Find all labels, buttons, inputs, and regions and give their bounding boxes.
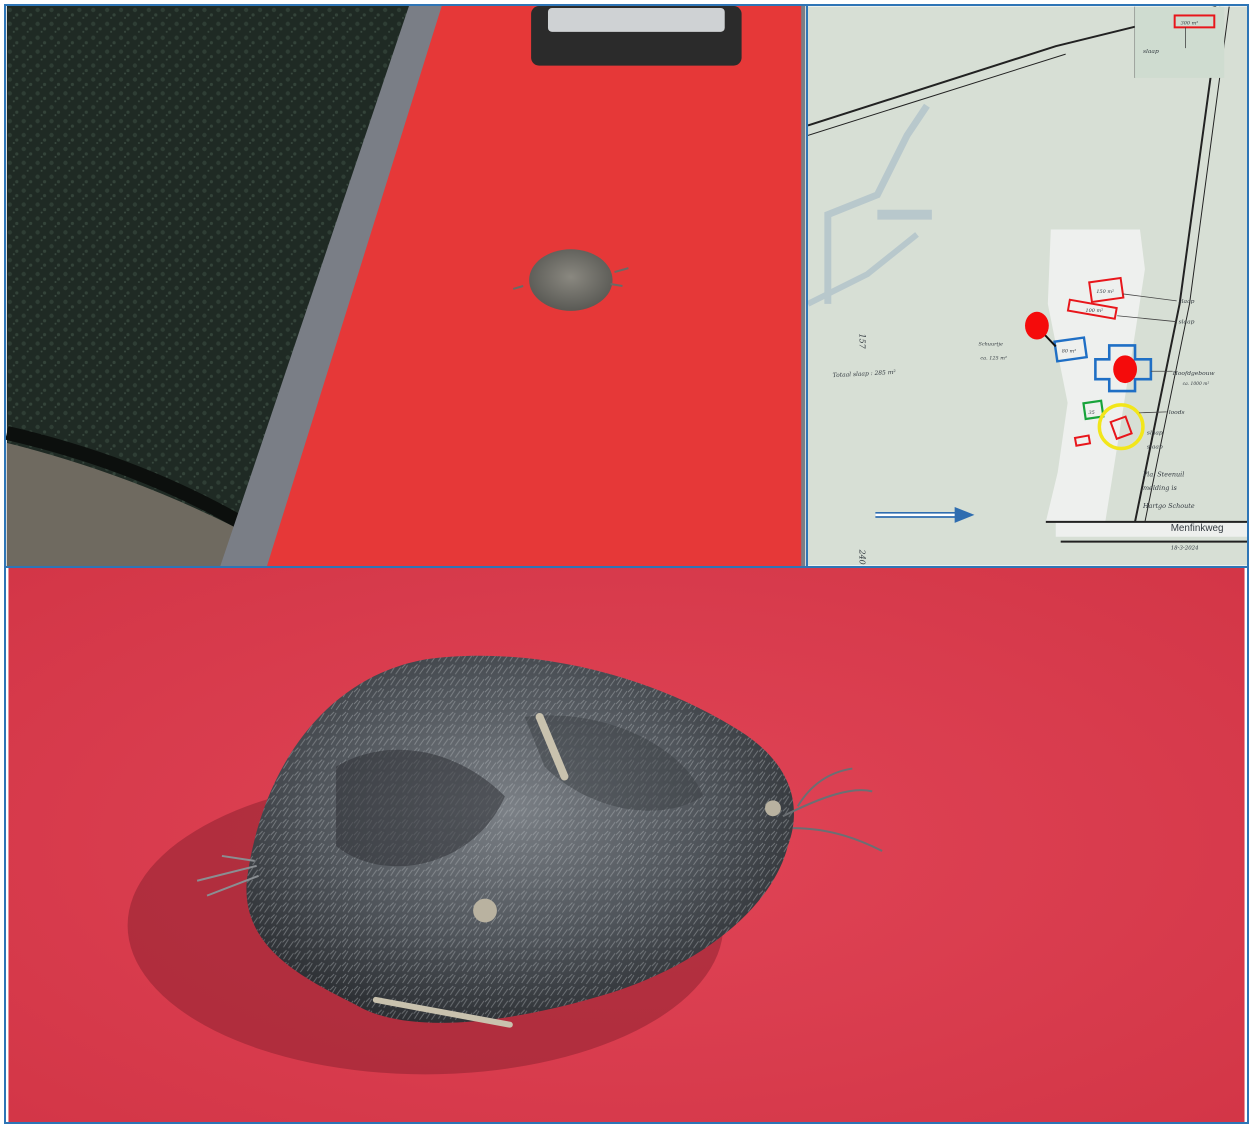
floor — [6, 442, 236, 566]
area-schuur: 80 m² — [1062, 348, 1077, 354]
direction-arrow-icon — [954, 506, 975, 523]
building-schuur — [1053, 336, 1089, 363]
label-schuur-size: ca. 125 m² — [980, 355, 1007, 361]
pellet-location-circle — [1097, 403, 1145, 451]
building-small-red — [1073, 434, 1092, 447]
note-line-2: melding is — [1143, 484, 1178, 492]
nest-marker-1 — [1025, 311, 1049, 340]
leader-2 — [1117, 315, 1177, 323]
note-date: 18-3-2024 — [1171, 546, 1199, 552]
building-green — [1082, 399, 1105, 421]
photo-overview — [4, 4, 808, 568]
building-upper-1 — [1088, 276, 1125, 304]
note-line-1: Pla. Steenuil — [1142, 470, 1184, 478]
road-edge-right-2 — [1144, 6, 1230, 522]
photo-overview-image — [6, 6, 806, 566]
pellet-strands-right — [782, 767, 883, 852]
label-loods: loods — [1169, 409, 1185, 416]
pellet-fibers — [512, 267, 629, 290]
ditch — [824, 103, 930, 304]
total-label: Totaal slaap : 285 m² — [833, 369, 897, 379]
building-top — [1173, 14, 1216, 29]
leader-loods — [1138, 411, 1167, 414]
ditch-2 — [808, 232, 919, 307]
pellet-fold-1 — [336, 749, 505, 867]
site-map-drawing: Menfinkweg 157 240 300 m² slaap 150 m² 1… — [808, 6, 1247, 566]
nest-marker-2 — [1113, 355, 1138, 384]
road-edge-right — [1134, 6, 1222, 523]
note-line-3: Hartgo Schoute — [1142, 502, 1195, 510]
label-slaap-top: slaap — [1143, 48, 1159, 55]
site-map: Menfinkweg 157 240 300 m² slaap 150 m² 1… — [806, 4, 1249, 568]
bone-fragment-4 — [765, 800, 781, 817]
road-number: 240 — [858, 549, 867, 565]
bone-fragment-2 — [372, 996, 513, 1028]
top-parcel — [1135, 6, 1225, 78]
parcel-number: 157 — [858, 334, 867, 350]
pellet-fold-2 — [524, 715, 704, 811]
parcel-line-2 — [808, 53, 1066, 136]
map-background — [808, 6, 1247, 566]
owl-pellet-small — [529, 249, 613, 311]
street-name: Menfinkweg — [1171, 523, 1224, 534]
area-upper-2: 100 m² — [1085, 308, 1103, 314]
pellet-fur-texture — [246, 655, 794, 1023]
building-hoofd — [1094, 344, 1153, 393]
street-lines — [1045, 520, 1247, 543]
building-upper-2 — [1066, 298, 1118, 320]
label-slaap-1: slaap — [1179, 298, 1195, 305]
photo-closeup — [4, 566, 1249, 1124]
clipboard-clip-metal — [547, 7, 725, 32]
bone-fragment-1 — [535, 712, 569, 781]
label-slaap-3: slaap — [1147, 430, 1163, 437]
street-surface — [1055, 521, 1247, 537]
label-hoofd: Hoofdgebouw — [1172, 370, 1215, 377]
table-edge — [6, 426, 244, 529]
area-top: 300 m² — [1181, 20, 1199, 26]
label-slaap-2: slaap — [1179, 319, 1195, 326]
building-loods — [1109, 415, 1133, 441]
pellet-strands-left — [196, 854, 260, 897]
area-small-green: 35 — [1088, 410, 1094, 416]
label-slaap-4: slaap — [1147, 444, 1163, 451]
label-hoofd-size: ca. 1000 m² — [1183, 381, 1210, 387]
photo-closeup-image — [8, 568, 1245, 1122]
area-upper-1: 150 m² — [1096, 289, 1114, 295]
bone-fragment-3 — [473, 898, 497, 923]
leader-1 — [1123, 293, 1177, 302]
label-schuur: Schuurtje — [978, 341, 1003, 347]
